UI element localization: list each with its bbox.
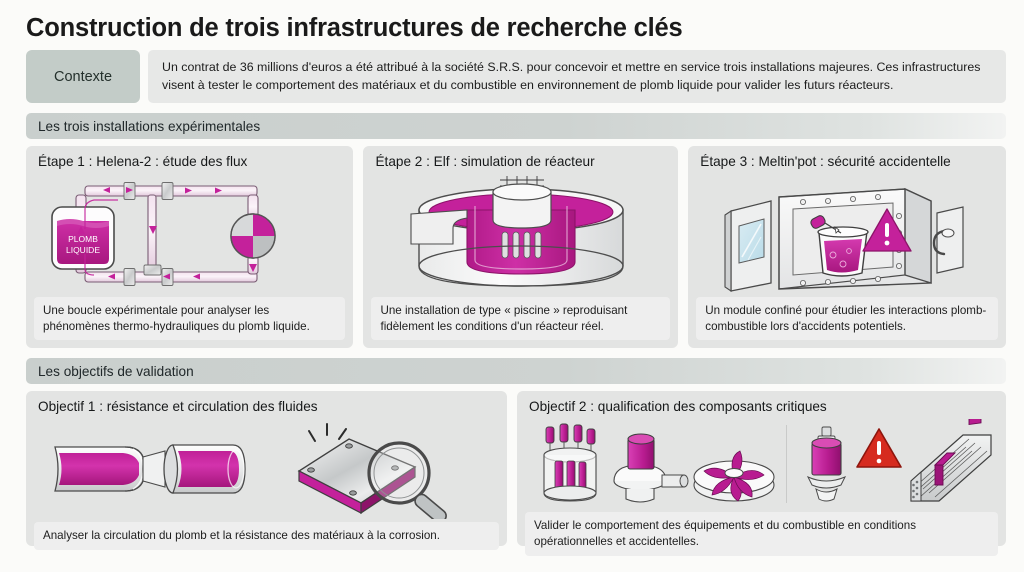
panel-etape-2: Étape 2 : Elf : simulation de réacteur	[363, 146, 679, 349]
illustration-containment-box	[696, 174, 998, 293]
panel-objectif-2: Objectif 2 : qualification des composant…	[517, 391, 1006, 556]
panel-etape-1: Étape 1 : Helena-2 : étude des flux	[26, 146, 354, 349]
illustration-loop-circuit: PLOMB LIQUIDE	[34, 174, 345, 293]
pump-valve	[230, 213, 276, 259]
cylinder-component	[806, 426, 847, 502]
panel-objectif-1: Objectif 1 : résistance et circulation d…	[26, 391, 508, 551]
panel-title-etape-2: Étape 2 : Elf : simulation de réacteur	[375, 154, 595, 170]
tank-plomb-liquide: PLOMB LIQUIDE	[50, 206, 115, 270]
warning-triangle-red-icon	[856, 428, 902, 469]
reactor-pool-svg	[410, 176, 624, 287]
objectif-2-illustrations	[525, 419, 998, 509]
glove-port	[932, 206, 964, 274]
section-header-objectifs: Les objectifs de validation	[26, 358, 1006, 385]
dropper-tool	[809, 215, 841, 234]
impeller-component	[693, 450, 775, 502]
context-text: Un contrat de 36 millions d'euros a été …	[148, 50, 1006, 104]
caption-etape-1: Une boucle expérimentale pour analyser l…	[34, 296, 346, 341]
magnifier-icon	[366, 441, 447, 520]
panel-etape-3: Étape 3 : Meltin'pot : sécurité accident…	[688, 146, 1006, 349]
pump-component	[613, 433, 689, 503]
installations-row: Étape 1 : Helena-2 : étude des flux	[14, 146, 1010, 349]
panel-title-etape-3: Étape 3 : Meltin'pot : sécurité accident…	[700, 154, 951, 170]
caption-etape-2: Une installation de type « piscine » rep…	[371, 296, 671, 341]
shine-marks	[307, 423, 347, 443]
objectif-1-illustrations	[34, 419, 499, 520]
containment-box-svg	[724, 187, 964, 293]
page-title: Construction de trois infrastructures de…	[26, 14, 683, 42]
caption-objectif-2: Valider le comportement des équipements …	[525, 512, 998, 556]
panel-title-etape-1: Étape 1 : Helena-2 : étude des flux	[38, 154, 248, 170]
illustration-fuel-and-warning	[806, 419, 992, 502]
crucible	[816, 226, 869, 277]
illustration-reactor-pool	[371, 174, 670, 293]
tank-label-line1: PLOMB	[68, 234, 98, 244]
illustration-components-group	[543, 423, 775, 503]
caption-etape-3: Un module confiné pour étudier les inter…	[696, 296, 998, 341]
flow-arrows	[76, 187, 257, 280]
objectifs-row: Objectif 1 : résistance et circulation d…	[14, 391, 1010, 556]
fuel-rods	[501, 231, 542, 259]
rod-assembly	[543, 423, 597, 502]
warning-triangle-icon	[861, 208, 912, 252]
objectif-2-divider	[786, 425, 787, 504]
panel-title-objectif-2: Objectif 2 : qualification des composant…	[529, 399, 827, 415]
context-label-chip: Contexte	[26, 50, 140, 104]
tank-label-line2: LIQUIDE	[66, 245, 100, 255]
chamber-door	[724, 200, 772, 293]
context-row: Contexte Un contrat de 36 millions d'eur…	[14, 50, 1010, 104]
fuel-rod-bundle	[910, 419, 992, 502]
caption-objectif-1: Analyser la circulation du plomb et la r…	[34, 522, 500, 551]
panel-title-objectif-1: Objectif 1 : résistance et circulation d…	[38, 399, 318, 415]
illustration-plate-magnifier	[297, 423, 447, 520]
illustration-pipe-cutaway	[53, 444, 246, 494]
section-header-installations: Les trois installations expérimentales	[26, 113, 1006, 140]
loop-circuit-svg: PLOMB LIQUIDE	[50, 182, 276, 286]
